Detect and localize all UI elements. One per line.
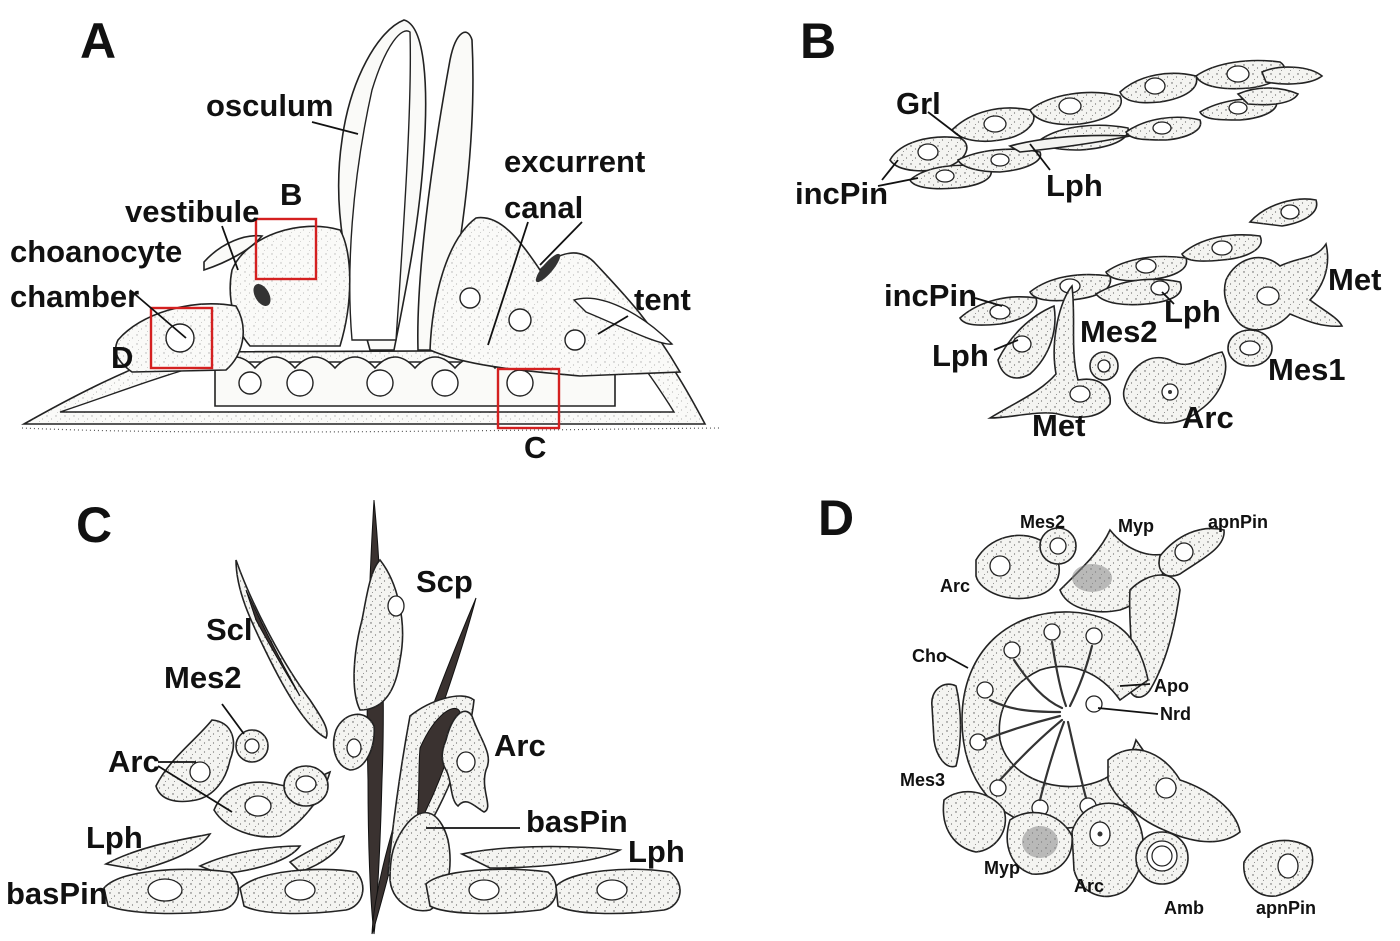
substrate-line (21, 427, 721, 433)
label-choanocyte: choanocyte (10, 234, 182, 269)
label-lph-center: Lph (1164, 294, 1221, 329)
panel-b: B (795, 13, 1381, 443)
label-arc-bottom-d: Arc (1074, 876, 1104, 896)
label-box-d: D (111, 340, 133, 375)
label-mes2-c: Mes2 (164, 660, 242, 695)
label-scl: Scl (206, 612, 253, 647)
label-scp: Scp (416, 564, 473, 599)
label-lph-right-c: Lph (628, 834, 685, 869)
label-myp-top: Myp (1118, 516, 1154, 536)
label-arc-top-d: Arc (940, 576, 970, 596)
label-mes1: Mes1 (1268, 352, 1346, 387)
label-vestibule: vestibule (125, 194, 259, 229)
label-apnpin-top: apnPin (1208, 512, 1268, 532)
panel-b-letter: B (800, 13, 836, 69)
panel-c-letter: C (76, 497, 112, 553)
highlight-box-d (149, 306, 214, 370)
label-lph-left-c: Lph (86, 820, 143, 855)
label-baspin-center: basPin (526, 804, 628, 839)
label-baspin-left: basPin (6, 876, 108, 911)
osculum-wall-right (417, 31, 474, 351)
panel-a: A (10, 13, 721, 465)
label-box-b: B (280, 177, 302, 212)
label-met-right: Met (1328, 262, 1381, 297)
panel-d-letter: D (818, 490, 854, 546)
panel-d: D (818, 490, 1316, 918)
label-arc-right: Arc (494, 728, 546, 763)
label-apnpin-bottom: apnPin (1256, 898, 1316, 918)
label-box-c: C (524, 430, 546, 465)
label-apo: Apo (1154, 676, 1189, 696)
incpin-layer-top (889, 59, 1324, 190)
highlight-box-b (254, 217, 318, 281)
label-incpin-bottom: incPin (884, 278, 977, 313)
label-arc-left: Arc (108, 744, 160, 779)
label-incpin-top: incPin (795, 176, 888, 211)
tent-membrane (572, 297, 674, 345)
panel-c: C (6, 497, 685, 935)
label-myp-bottom: Myp (984, 858, 1020, 878)
label-osculum: osculum (206, 88, 333, 123)
label-nrd: Nrd (1160, 704, 1191, 724)
label-excurrent: excurrent (504, 144, 645, 179)
label-grl: Grl (896, 86, 941, 121)
label-lph-left: Lph (932, 338, 989, 373)
highlight-box-c (496, 367, 561, 430)
label-mes2-d: Mes2 (1020, 512, 1065, 532)
label-cho: Cho (912, 646, 947, 666)
label-mes3: Mes3 (900, 770, 945, 790)
label-chamber: chamber (10, 279, 139, 314)
label-canal: canal (504, 190, 583, 225)
incpin-layer-bottom (959, 198, 1344, 424)
label-lph-top: Lph (1046, 168, 1103, 203)
panel-a-letter: A (80, 13, 116, 69)
label-mes2-b: Mes2 (1080, 314, 1158, 349)
label-tent: tent (634, 282, 691, 317)
label-arc-b: Arc (1182, 400, 1234, 435)
label-amb: Amb (1164, 898, 1204, 918)
choanocyte-chamber (961, 611, 1151, 830)
label-met-bottom: Met (1032, 408, 1085, 443)
